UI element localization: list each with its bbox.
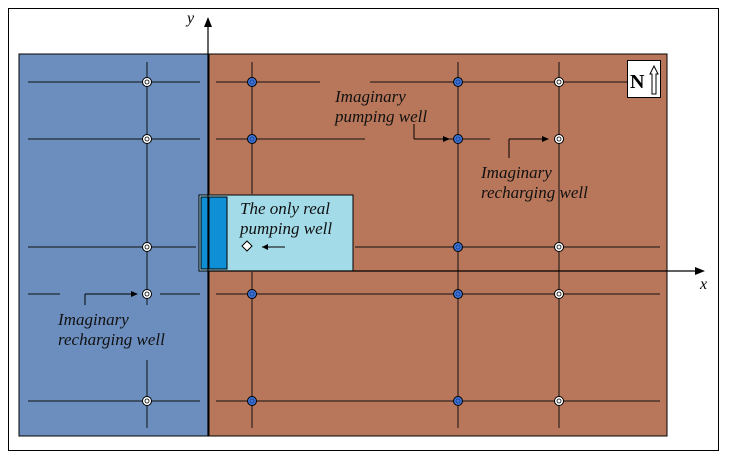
left-region bbox=[18, 53, 210, 437]
x-axis-label: x bbox=[700, 276, 708, 293]
real-well-label-line1: The only real bbox=[240, 199, 331, 218]
imaginary-recharging-well bbox=[142, 242, 152, 252]
real-well-strip bbox=[200, 196, 228, 270]
imaginary-recharging-well bbox=[142, 396, 152, 406]
imaginary-recharging-well bbox=[554, 289, 564, 299]
imaginary-recharging-well bbox=[554, 77, 564, 87]
real-well-icon bbox=[241, 240, 253, 252]
imaginary-recharging-well bbox=[554, 134, 564, 144]
imaginary-recharge-left-label: Imaginary recharging well bbox=[58, 310, 165, 350]
north-arrow: N bbox=[627, 60, 661, 98]
imaginary-pumping-well bbox=[247, 77, 257, 87]
figure-frame bbox=[8, 8, 719, 451]
imaginary-pumping-well bbox=[453, 77, 463, 87]
north-letter: N bbox=[630, 71, 645, 93]
imaginary-pumping-label: Imaginary pumping well bbox=[335, 87, 427, 127]
imaginary-recharge-right-label-line1: Imaginary bbox=[481, 163, 552, 182]
imaginary-recharge-left-label-line2: recharging well bbox=[58, 330, 165, 349]
wells-layer bbox=[142, 77, 564, 406]
imaginary-recharge-right-label-line2: recharging well bbox=[481, 183, 588, 202]
imaginary-pumping-label-line1: Imaginary bbox=[335, 87, 406, 106]
callout-arrows bbox=[84, 124, 549, 305]
imaginary-recharge-left-label-line1: Imaginary bbox=[58, 310, 129, 329]
y-axis-label: y bbox=[187, 10, 195, 27]
real-well-label-line2: pumping well bbox=[240, 219, 333, 238]
axes bbox=[204, 17, 705, 436]
imaginary-recharging-well bbox=[142, 289, 152, 299]
imaginary-pumping-well bbox=[247, 289, 257, 299]
imaginary-pumping-well bbox=[247, 134, 257, 144]
imaginary-recharging-well bbox=[554, 242, 564, 252]
imaginary-recharging-well bbox=[142, 77, 152, 87]
imaginary-pumping-label-line2: pumping well bbox=[335, 107, 428, 126]
imaginary-pumping-well bbox=[453, 134, 463, 144]
imaginary-pumping-well bbox=[453, 242, 463, 252]
imaginary-pumping-well bbox=[247, 396, 257, 406]
imaginary-recharging-well bbox=[554, 396, 564, 406]
north-arrow-icon bbox=[649, 64, 659, 95]
real-well-label: The only real pumping well bbox=[240, 199, 332, 239]
imaginary-pumping-well bbox=[453, 396, 463, 406]
imaginary-recharging-well bbox=[142, 134, 152, 144]
imaginary-pumping-well bbox=[453, 289, 463, 299]
real-pumping-well-box bbox=[198, 194, 354, 272]
imaginary-recharge-right-label: Imaginary recharging well bbox=[481, 163, 588, 203]
